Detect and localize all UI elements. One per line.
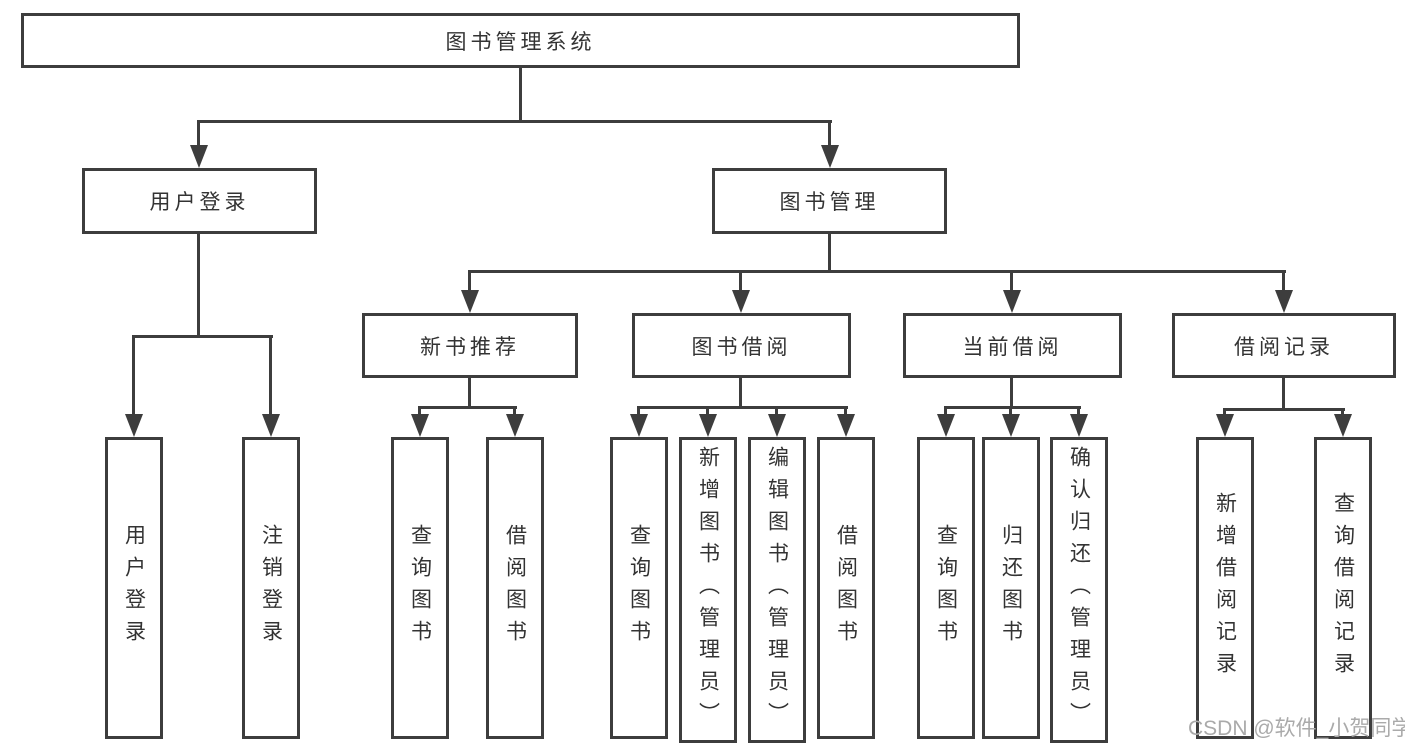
leaf-return-book: 归还图书: [982, 437, 1040, 739]
arrowhead-down-icon: [937, 414, 955, 437]
connector-line: [468, 270, 471, 292]
arrowhead-down-icon: [1216, 414, 1234, 437]
leaf-query-borrow-record: 查询借阅记录: [1314, 437, 1372, 739]
arrowhead-down-icon: [1334, 414, 1352, 437]
leaf-logout: 注销登录: [242, 437, 300, 739]
leaf-add-book-admin: 新增图书（管理员）: [679, 437, 737, 743]
csdn-watermark: CSDN @软件_小贺同学: [1188, 717, 1405, 740]
arrowhead-down-icon: [190, 145, 208, 168]
leaf-query-books-current: 查询图书: [917, 437, 975, 739]
arrowhead-down-icon: [506, 414, 524, 437]
node-library-management-system-label: 图书管理系统: [445, 30, 596, 54]
leaf-borrow-books-borrowing-label: 借阅图书: [834, 524, 858, 652]
leaf-edit-book-admin: 编辑图书（管理员）: [748, 437, 806, 743]
node-new-book-recommend: 新书推荐: [362, 313, 578, 378]
leaf-query-books-borrowing-label: 查询图书: [627, 524, 651, 652]
leaf-return-book-label: 归还图书: [999, 524, 1023, 652]
node-borrowing-records: 借阅记录: [1172, 313, 1396, 378]
arrowhead-down-icon: [732, 290, 750, 313]
node-user-login: 用户登录: [82, 168, 317, 234]
connector-line: [739, 270, 742, 292]
node-new-book-recommend-label: 新书推荐: [420, 335, 520, 359]
leaf-confirm-return-admin-label: 确认归还（管理员）: [1067, 446, 1091, 734]
arrowhead-down-icon: [125, 414, 143, 437]
connector-line: [1077, 406, 1080, 416]
leaf-borrow-books-borrowing: 借阅图书: [817, 437, 875, 739]
connector-line: [1282, 270, 1285, 292]
arrowhead-down-icon: [821, 145, 839, 168]
connector-line: [1341, 408, 1344, 416]
node-current-borrowing-label: 当前借阅: [962, 335, 1063, 359]
arrowhead-down-icon: [630, 414, 648, 437]
leaf-query-books-current-label: 查询图书: [934, 524, 958, 652]
leaf-user-login-label: 用户登录: [122, 524, 146, 652]
connector-line: [1009, 406, 1012, 416]
connector-line: [418, 406, 421, 416]
leaf-confirm-return-admin: 确认归还（管理员）: [1050, 437, 1108, 743]
connector-line: [197, 120, 200, 147]
node-book-borrowing-label: 图书借阅: [691, 335, 792, 359]
node-library-management-system: 图书管理系统: [21, 13, 1020, 68]
connector-line: [637, 406, 640, 416]
connector-line: [1223, 408, 1345, 411]
connector-line: [132, 335, 135, 416]
node-current-borrowing: 当前借阅: [903, 313, 1122, 378]
connector-line: [739, 378, 742, 409]
connector-line: [513, 406, 516, 416]
connector-line: [468, 270, 1286, 273]
connector-line: [828, 234, 831, 273]
leaf-user-login: 用户登录: [105, 437, 163, 739]
connector-line: [197, 234, 200, 338]
arrowhead-down-icon: [1002, 414, 1020, 437]
arrowhead-down-icon: [1070, 414, 1088, 437]
node-user-login-label: 用户登录: [149, 191, 250, 214]
arrowhead-down-icon: [461, 290, 479, 313]
connector-line: [269, 335, 272, 416]
arrowhead-down-icon: [1275, 290, 1293, 313]
leaf-query-borrow-record-label: 查询借阅记录: [1331, 492, 1355, 684]
connector-line: [468, 378, 471, 409]
leaf-query-books-recommend-label: 查询图书: [408, 524, 432, 652]
arrowhead-down-icon: [768, 414, 786, 437]
leaf-query-books-borrowing: 查询图书: [610, 437, 668, 739]
node-book-management-label: 图书管理: [779, 191, 880, 214]
connector-line: [844, 406, 847, 416]
connector-line: [197, 120, 832, 123]
arrowhead-down-icon: [837, 414, 855, 437]
leaf-borrow-books-recommend-label: 借阅图书: [503, 524, 527, 652]
arrowhead-down-icon: [411, 414, 429, 437]
leaf-add-book-admin-label: 新增图书（管理员）: [696, 446, 720, 734]
node-borrowing-records-label: 借阅记录: [1234, 335, 1334, 359]
arrowhead-down-icon: [1003, 290, 1021, 313]
connector-line: [1010, 378, 1013, 409]
arrowhead-down-icon: [699, 414, 717, 437]
connector-line: [132, 335, 273, 338]
connector-line: [944, 406, 1081, 409]
connector-line: [637, 406, 848, 409]
arrowhead-down-icon: [262, 414, 280, 437]
leaf-logout-label: 注销登录: [259, 524, 283, 652]
leaf-add-borrow-record-label: 新增借阅记录: [1213, 492, 1237, 684]
leaf-edit-book-admin-label: 编辑图书（管理员）: [765, 446, 789, 734]
leaf-query-books-recommend: 查询图书: [391, 437, 449, 739]
connector-line: [775, 406, 778, 416]
connector-line: [1223, 408, 1226, 416]
connector-line: [828, 120, 831, 147]
connector-line: [1010, 270, 1013, 292]
connector-line: [418, 406, 517, 409]
connector-line: [519, 68, 522, 121]
connector-line: [706, 406, 709, 416]
leaf-borrow-books-recommend: 借阅图书: [486, 437, 544, 739]
leaf-add-borrow-record: 新增借阅记录: [1196, 437, 1254, 739]
node-book-borrowing: 图书借阅: [632, 313, 851, 378]
connector-line: [1282, 378, 1285, 411]
connector-line: [944, 406, 947, 416]
node-book-management: 图书管理: [712, 168, 947, 234]
